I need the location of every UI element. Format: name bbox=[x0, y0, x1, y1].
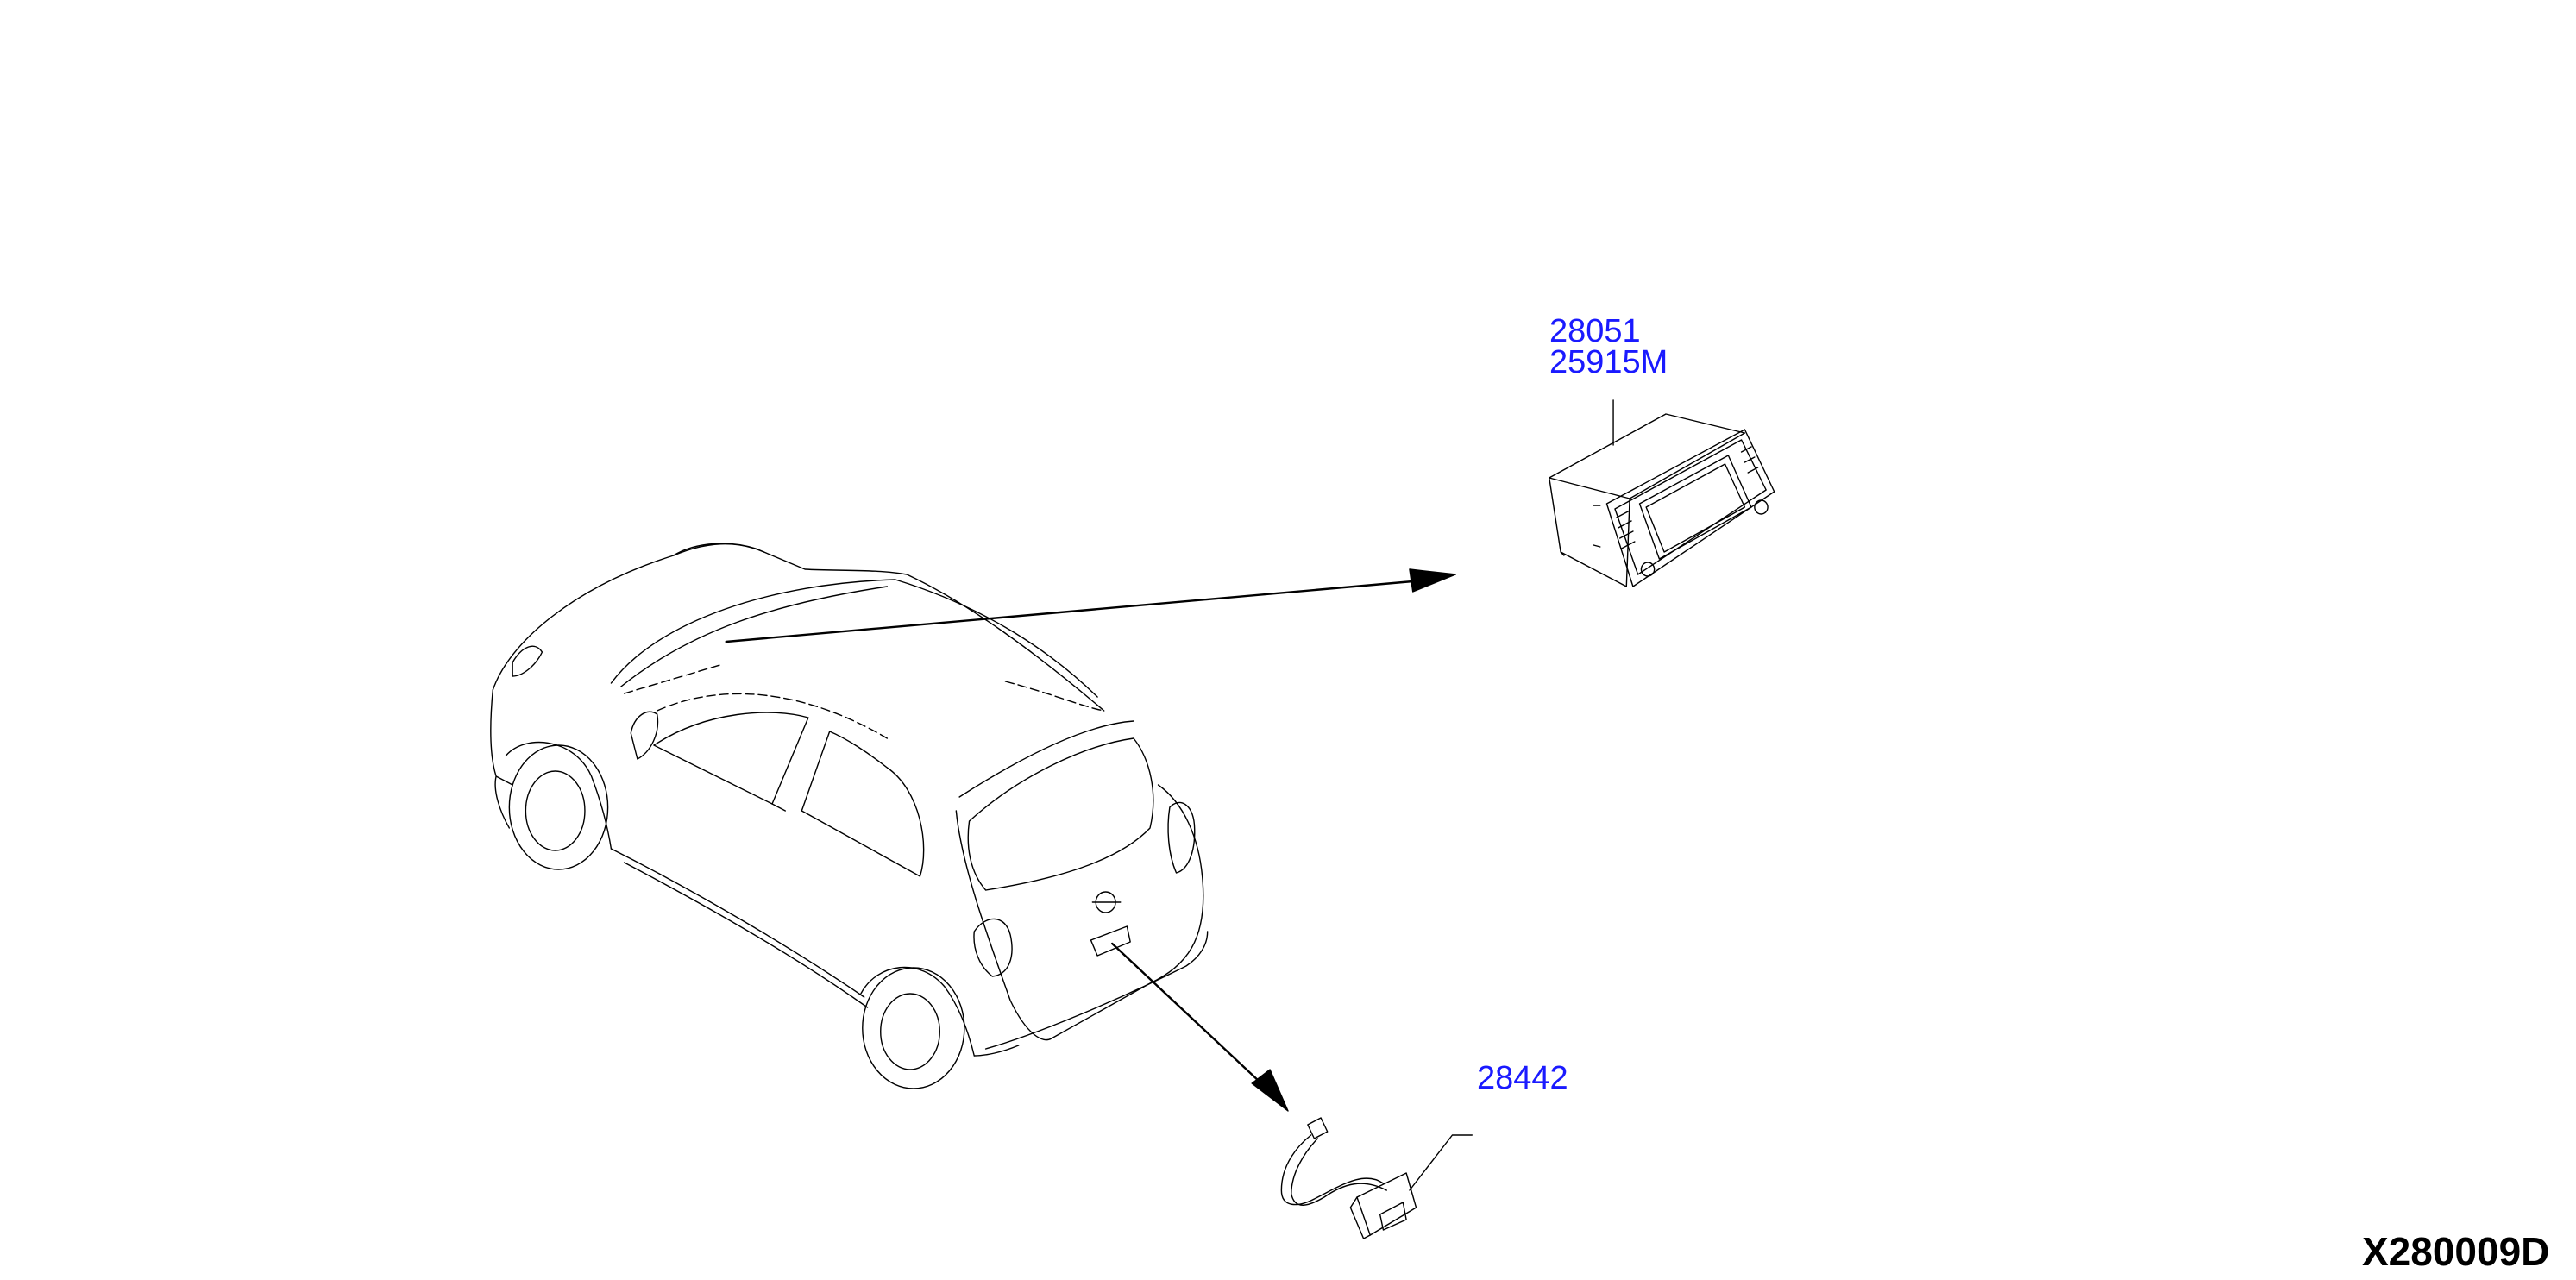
head-unit-side bbox=[1549, 478, 1630, 587]
vehicle-camera-housing bbox=[1090, 926, 1130, 956]
callout-camera[interactable]: 28442 bbox=[1477, 1060, 1568, 1096]
camera-bracket bbox=[1350, 1197, 1370, 1239]
vehicle-rear-window bbox=[801, 731, 923, 876]
head-unit-drawing bbox=[1549, 400, 1775, 587]
head-unit-top bbox=[1549, 414, 1745, 499]
head-unit-screws bbox=[1593, 505, 1600, 547]
head-unit-faceplate bbox=[1606, 430, 1774, 587]
vehicle-rear-wheel bbox=[863, 968, 964, 1089]
head-unit-screen bbox=[1640, 455, 1751, 559]
vehicle-hidden-line-2 bbox=[657, 693, 888, 738]
vehicle-front-wheel bbox=[509, 745, 607, 869]
arrow-to-head-unit bbox=[726, 581, 1413, 642]
vehicle-rear-glass bbox=[968, 738, 1153, 890]
arrows bbox=[726, 569, 1456, 1111]
vehicle-front-bumper bbox=[495, 776, 509, 828]
camera-drawing bbox=[1281, 1118, 1472, 1239]
vehicle-front-window bbox=[654, 712, 808, 804]
vehicle-tail-light-right bbox=[1168, 802, 1195, 873]
callout-head-unit[interactable]: 28051 25915M bbox=[1549, 313, 1668, 380]
camera-body bbox=[1357, 1173, 1417, 1235]
head-unit-buttons-right bbox=[1742, 447, 1758, 473]
camera-leader-line bbox=[1410, 1135, 1472, 1190]
vehicle-rear-arch bbox=[861, 967, 974, 1056]
diagram-code: X280009D bbox=[2362, 1229, 2550, 1274]
head-unit-buttons-left bbox=[1617, 511, 1635, 549]
camera-connector bbox=[1308, 1118, 1328, 1139]
head-unit-screen-glass bbox=[1646, 464, 1744, 552]
head-unit-knob-right bbox=[1755, 500, 1768, 514]
head-unit-knob-left bbox=[1641, 562, 1654, 576]
vehicle-tail-light-left bbox=[974, 919, 1012, 976]
vehicle-b-pillar bbox=[772, 804, 785, 811]
arrow-to-camera bbox=[1112, 944, 1265, 1087]
head-unit-back bbox=[1561, 552, 1564, 555]
vehicle-mirror bbox=[631, 712, 657, 759]
vehicle-rear-lower bbox=[974, 1045, 1018, 1056]
vehicle-front-hub bbox=[525, 771, 585, 850]
vehicle-hatch-top bbox=[959, 721, 1134, 797]
camera-lens bbox=[1380, 1202, 1406, 1230]
camera-harness bbox=[1281, 1135, 1383, 1205]
vehicle-hood bbox=[491, 690, 512, 785]
vehicle-roof-rail bbox=[674, 544, 764, 555]
vehicle-rear-hub bbox=[881, 994, 940, 1070]
vehicle-roof-rear bbox=[611, 580, 1097, 697]
vehicle-roof-rear-inner bbox=[621, 587, 888, 687]
vehicle-side-line bbox=[625, 863, 868, 1007]
vehicle-hidden-line-1 bbox=[625, 664, 723, 693]
part-number-28442[interactable]: 28442 bbox=[1477, 1060, 1568, 1096]
arrow-head-camera bbox=[1252, 1070, 1288, 1111]
vehicle-front-arch bbox=[506, 743, 612, 849]
part-number-28051[interactable]: 28051 bbox=[1549, 313, 1641, 349]
vehicle-hatch-body bbox=[956, 785, 1203, 1040]
vehicle-roof-outline bbox=[493, 543, 1103, 711]
camera-harness-outer bbox=[1291, 1139, 1386, 1205]
part-number-25915m[interactable]: 25915M bbox=[1549, 344, 1668, 380]
vehicle-drawing bbox=[491, 543, 1208, 1089]
vehicle-rocker bbox=[611, 849, 864, 997]
vehicle-rear-bumper bbox=[986, 932, 1208, 1049]
vehicle-hidden-line-3 bbox=[1005, 681, 1103, 711]
vehicle-headlight bbox=[512, 646, 542, 676]
head-unit-faceplate-inner bbox=[1615, 440, 1766, 574]
arrow-head-head-unit bbox=[1410, 569, 1455, 592]
